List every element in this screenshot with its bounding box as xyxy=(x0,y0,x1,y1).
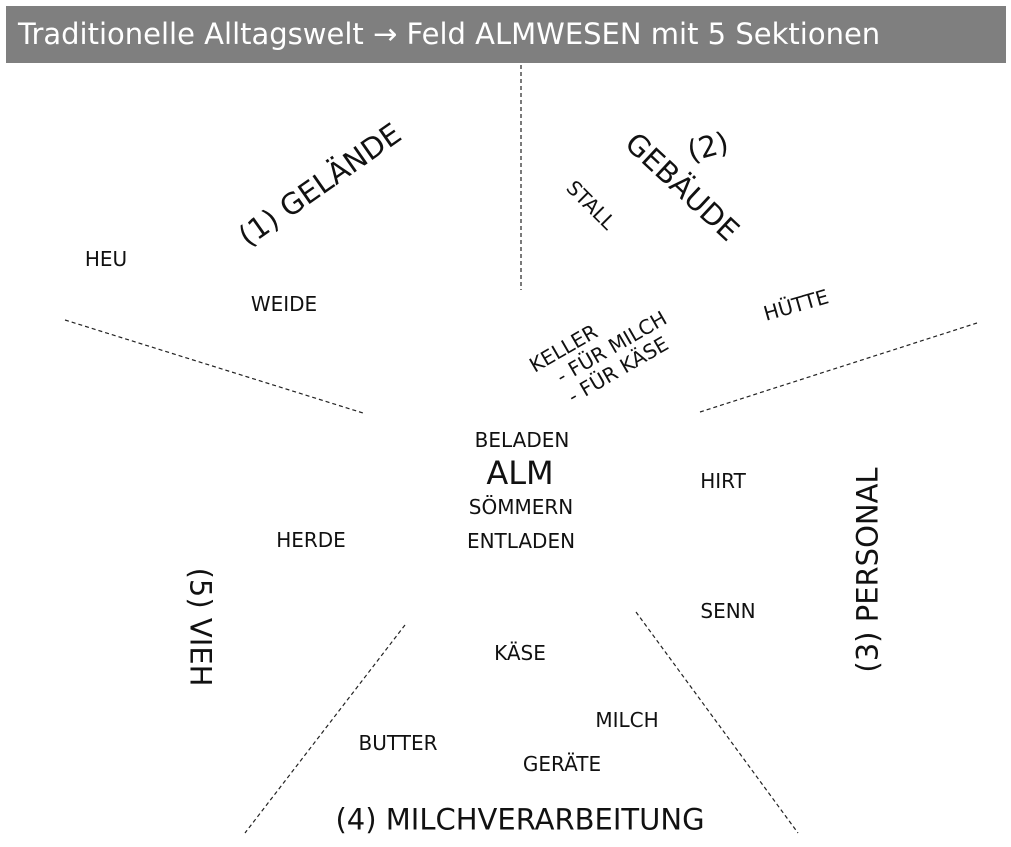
divider-3-4 xyxy=(635,611,799,834)
item-herde: HERDE xyxy=(276,528,346,552)
item-heu: HEU xyxy=(84,247,128,271)
item-hirt: HIRT xyxy=(700,469,746,493)
section-vieh-title: (5) VIEH xyxy=(183,567,218,687)
section-milch-title: (4) MILCHVERARBEITUNG xyxy=(335,802,705,837)
divider-2-3 xyxy=(699,322,978,413)
center-alm: ALM xyxy=(486,453,554,492)
item-milch: MILCH xyxy=(595,708,659,732)
item-weide: WEIDE xyxy=(250,292,318,316)
diagram-title: Traditionelle Alltagswelt → Feld ALMWESE… xyxy=(6,6,1006,63)
center-beladen: BELADEN xyxy=(474,428,570,452)
section-personal-title: (3) PERSONAL xyxy=(850,467,885,673)
divider-1-5 xyxy=(64,319,364,414)
item-geraete: GERÄTE xyxy=(522,752,602,776)
divider-4-5 xyxy=(244,624,406,834)
item-butter: BUTTER xyxy=(358,731,438,755)
item-senn: SENN xyxy=(700,599,756,623)
center-soemmern: SÖMMERN xyxy=(468,495,574,519)
item-kaese: KÄSE xyxy=(494,641,546,665)
center-entladen: ENTLADEN xyxy=(466,529,576,553)
